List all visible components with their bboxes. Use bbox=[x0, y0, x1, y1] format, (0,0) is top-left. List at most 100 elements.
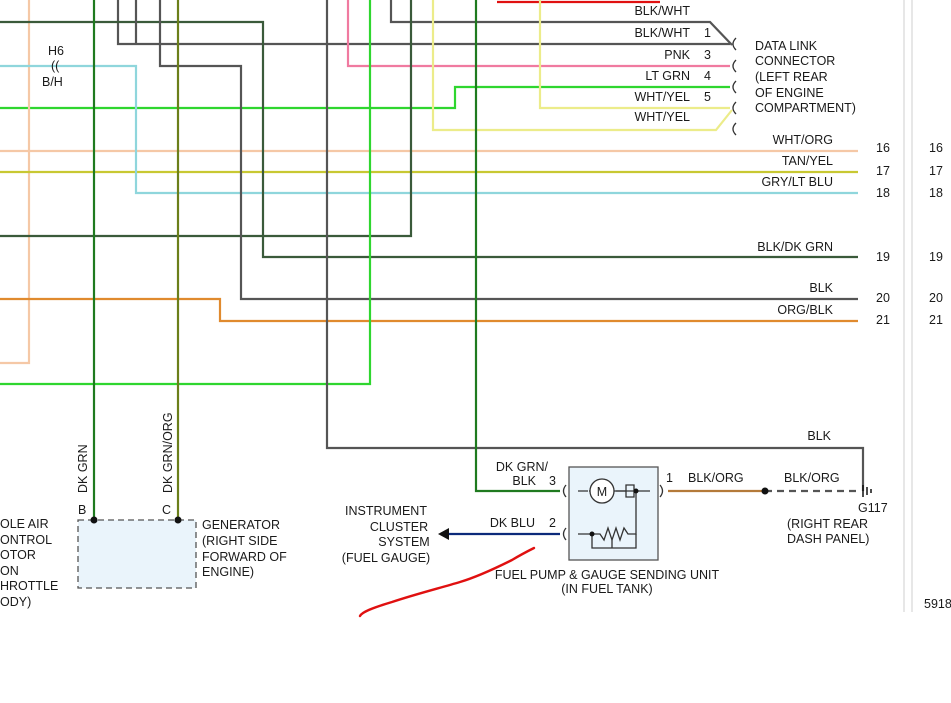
svg-text:OTOR: OTOR bbox=[0, 548, 36, 562]
ref-21: 21 bbox=[876, 313, 890, 327]
wire-wht-yel-5 bbox=[538, 0, 730, 110]
ref-20-right: 20 bbox=[929, 291, 943, 305]
svg-text:INSTRUMENT: INSTRUMENT bbox=[345, 504, 427, 518]
svg-text:(RIGHT REAR: (RIGHT REAR bbox=[787, 517, 868, 531]
generator-wire-b-label: DK GRN bbox=[76, 444, 90, 493]
wire-blk-wht-1 bbox=[116, 0, 730, 46]
dlc-wire-4: WHT/YEL bbox=[634, 90, 690, 104]
ref-17: 17 bbox=[876, 164, 890, 178]
iac-motor-label: OLE AIR ONTROL OTOR ON HROTTLE ODY) bbox=[0, 517, 58, 609]
fuel-pin2-wire: DK BLU bbox=[490, 516, 535, 530]
fuel-unit-junction bbox=[633, 488, 639, 494]
generator-box bbox=[77, 519, 197, 589]
ref-16: 16 bbox=[876, 141, 890, 155]
wire-wht-org-vertical bbox=[0, 0, 31, 365]
fuel-pin3-wire-1: DK GRN/ bbox=[496, 460, 549, 474]
fuel-pin1: 1 bbox=[666, 471, 673, 485]
svg-text:ODY): ODY) bbox=[0, 595, 31, 609]
fuel-motor-symbol: M bbox=[597, 485, 607, 499]
red-annotation-stroke bbox=[358, 546, 536, 618]
wire-label-20: BLK bbox=[809, 281, 833, 295]
generator-pin-b bbox=[90, 516, 98, 524]
svg-text:CLUSTER: CLUSTER bbox=[370, 520, 428, 534]
svg-text:OLE AIR: OLE AIR bbox=[0, 517, 49, 531]
fuel-unit-label: FUEL PUMP & GAUGE SENDING UNIT (IN FUEL … bbox=[495, 568, 720, 596]
dlc-pin-5: 5 bbox=[704, 90, 711, 104]
svg-text:(RIGHT SIDE: (RIGHT SIDE bbox=[202, 534, 277, 548]
fuel-unit-junction bbox=[589, 531, 595, 537]
svg-text:(LEFT REAR: (LEFT REAR bbox=[755, 70, 828, 84]
dlc-pin-1: 1 bbox=[704, 26, 711, 40]
svg-text:SYSTEM: SYSTEM bbox=[378, 535, 429, 549]
instrument-cluster-label: INSTRUMENT CLUSTER SYSTEM (FUEL GAUGE) bbox=[342, 504, 430, 565]
splice-h6: H6 (( B/H bbox=[42, 44, 64, 89]
wire-blk-wht-top bbox=[389, 0, 733, 46]
ref-20: 20 bbox=[876, 291, 890, 305]
ref-18-right: 18 bbox=[929, 186, 943, 200]
wire-org-blk-21 bbox=[0, 297, 858, 323]
fuel-unit-box bbox=[568, 466, 659, 561]
svg-text:ONTROL: ONTROL bbox=[0, 533, 52, 547]
wire-blk-ground bbox=[325, 0, 865, 491]
wire-dk-grn-blk-3 bbox=[474, 0, 560, 493]
fuel-pin2: 2 bbox=[549, 516, 556, 530]
wire-label-18: GRY/LT BLU bbox=[761, 175, 833, 189]
data-link-connector bbox=[732, 37, 737, 136]
wire-gry-lt-blu-18 bbox=[0, 64, 858, 195]
ref-21-right: 21 bbox=[929, 313, 943, 327]
ground-side-wire: BLK/ORG bbox=[784, 471, 840, 485]
ref-17-right: 17 bbox=[929, 164, 943, 178]
dlc-wire-3: LT GRN bbox=[645, 69, 690, 83]
generator-label: GENERATOR (RIGHT SIDE FORWARD OF ENGINE) bbox=[202, 518, 287, 579]
ref-19: 19 bbox=[876, 250, 890, 264]
connector-pin-symbol bbox=[732, 37, 737, 136]
svg-text:HROTTLE: HROTTLE bbox=[0, 579, 58, 593]
svg-text:(FUEL GAUGE): (FUEL GAUGE) bbox=[342, 551, 430, 565]
svg-text:DASH PANEL): DASH PANEL) bbox=[787, 532, 869, 546]
fuel-motor-circle bbox=[589, 478, 615, 504]
dlc-wire-5: WHT/YEL bbox=[634, 110, 690, 124]
svg-text:CONNECTOR: CONNECTOR bbox=[755, 54, 835, 68]
ref-19-right: 19 bbox=[929, 250, 943, 264]
splice-symbol: (( bbox=[51, 59, 60, 73]
arrow-to-cluster-icon bbox=[438, 528, 449, 540]
svg-text:ON: ON bbox=[0, 564, 19, 578]
data-link-connector-label: DATA LINK CONNECTOR (LEFT REAR OF ENGINE… bbox=[755, 39, 856, 115]
splice-id: H6 bbox=[48, 44, 64, 58]
svg-text:(IN FUEL TANK): (IN FUEL TANK) bbox=[561, 582, 652, 596]
generator-pin-b-label: B bbox=[78, 503, 86, 517]
ground-label: (RIGHT REAR DASH PANEL) bbox=[787, 517, 869, 546]
ground-symbol-icon bbox=[862, 485, 872, 497]
fuel-unit-connector-marks bbox=[562, 484, 664, 541]
svg-text:ENGINE): ENGINE) bbox=[202, 565, 254, 579]
wire-blk-20 bbox=[134, 0, 858, 301]
wire-pnk-3 bbox=[346, 0, 730, 68]
svg-text:DATA LINK: DATA LINK bbox=[755, 39, 818, 53]
generator-wire-c-label: DK GRN/ORG bbox=[161, 412, 175, 493]
svg-text:FUEL PUMP & GAUGE SENDING UNIT: FUEL PUMP & GAUGE SENDING UNIT bbox=[495, 568, 720, 582]
wire-label-21: ORG/BLK bbox=[777, 303, 833, 317]
svg-text:OF ENGINE: OF ENGINE bbox=[755, 86, 824, 100]
svg-text:COMPARTMENT): COMPARTMENT) bbox=[755, 101, 856, 115]
dlc-wire-1: BLK/WHT bbox=[634, 26, 690, 40]
wire-blk-dk-grn-19 bbox=[0, 20, 858, 259]
fuel-pin3-wire-2: BLK bbox=[512, 474, 536, 488]
wire-dark-loop bbox=[0, 0, 413, 238]
fuel-pin1-wire: BLK/ORG bbox=[688, 471, 744, 485]
splice-wire-label: B/H bbox=[42, 75, 63, 89]
wire-lt-grn-4 bbox=[0, 85, 730, 110]
generator-pin-c-label: C bbox=[162, 503, 171, 517]
svg-text:GENERATOR: GENERATOR bbox=[202, 518, 280, 532]
dlc-pin-3: 3 bbox=[704, 48, 711, 62]
wire-wht-yel-low bbox=[431, 0, 733, 132]
dlc-wire-2: PNK bbox=[664, 48, 690, 62]
wire-label-17: TAN/YEL bbox=[782, 154, 833, 168]
svg-text:FORWARD OF: FORWARD OF bbox=[202, 550, 287, 564]
generator-pin-c bbox=[174, 516, 182, 524]
wire-label-19: BLK/DK GRN bbox=[757, 240, 833, 254]
splice-dot bbox=[761, 487, 769, 495]
dlc-pin-4: 4 bbox=[704, 69, 711, 83]
wire-label-16: WHT/ORG bbox=[773, 133, 833, 147]
ground-wire-label: BLK bbox=[807, 429, 831, 443]
